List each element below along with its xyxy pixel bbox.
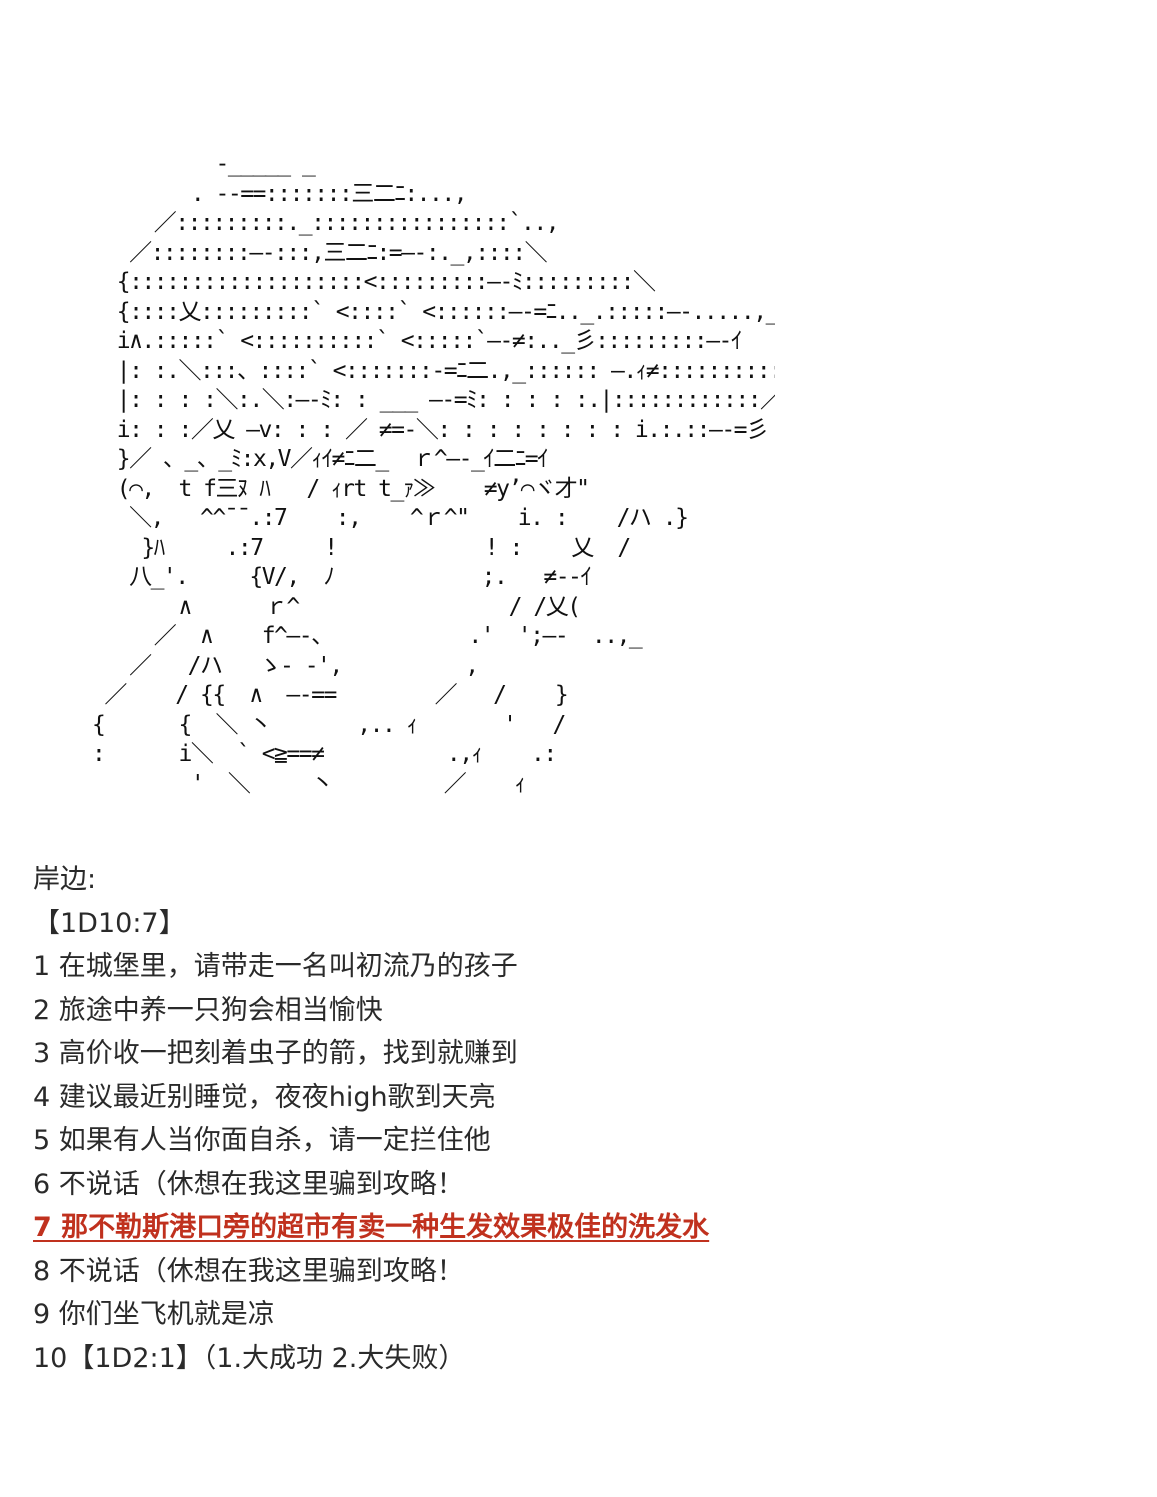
option-line-9: 9 你们坐飞机就是凉: [33, 1299, 275, 1330]
option-line-1: 1 在城堡里，请带走一名叫初流乃的孩子: [33, 951, 518, 982]
option-line-5: 5 如果有人当你面自杀，请一定拦住他: [33, 1125, 491, 1156]
ascii-art-text: -_____ _ . --==:::::::三二ﾆ:..., ／::::::::…: [92, 151, 775, 797]
ascii-art-portrait: -_____ _ . --==:::::::三二ﾆ:..., ／::::::::…: [55, 150, 775, 840]
speaker-label: 岸边:: [33, 864, 97, 895]
option-line-10: 10【1D2:1】（1.大成功 2.大失败）: [33, 1342, 466, 1374]
option-line-8: 8 不说话（休想在我这里骗到攻略！: [33, 1255, 464, 1287]
option-line-2: 2 旅途中养一只狗会相当愉快: [33, 994, 383, 1026]
option-line-6: 6 不说话（休想在我这里骗到攻略！: [33, 1168, 464, 1200]
option-line-4: 4 建议最近别睡觉，夜夜high歌到天亮: [33, 1081, 496, 1113]
option-line-3: 3 高价收一把刻着虫子的箭，找到就赚到: [33, 1038, 518, 1069]
text-block: 岸边: 【1D10:7】 1 在城堡里，请带走一名叫初流乃的孩子 2 旅途中养一…: [33, 858, 1133, 1380]
dice-roll-result: 【1D10:7】: [33, 907, 186, 939]
option-line-7-selected: 7 那不勒斯港口旁的超市有卖一种生发效果极佳的洗发水: [33, 1212, 710, 1243]
